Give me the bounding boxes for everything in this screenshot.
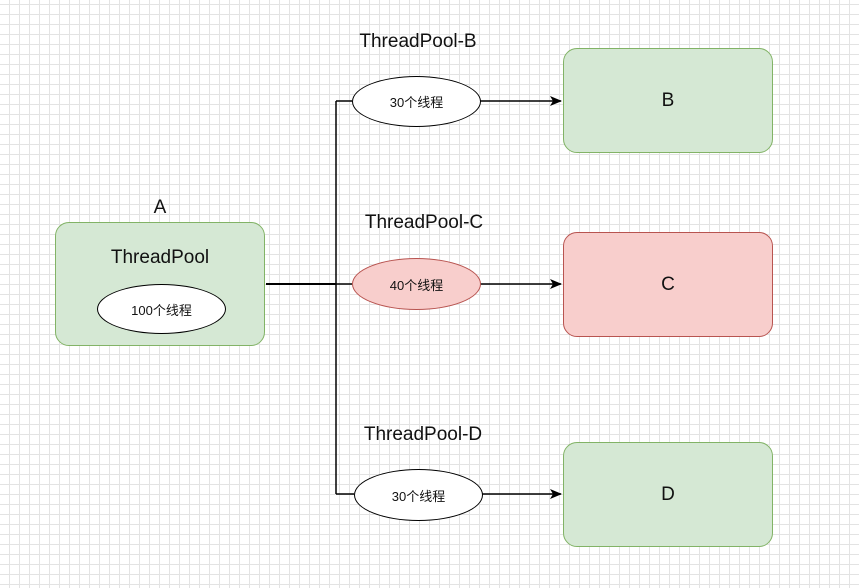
node-a-threads-ellipse[interactable]: 100个线程 — [97, 284, 226, 334]
node-a-threads-text: 100个线程 — [131, 302, 192, 318]
pool-d-threads-ellipse[interactable]: 30个线程 — [354, 469, 483, 521]
node-a-label: A — [153, 197, 167, 218]
node-d-box[interactable]: D — [563, 442, 773, 547]
pool-d-title: ThreadPool-D — [363, 424, 483, 445]
node-d-label: D — [661, 483, 675, 505]
pool-b-title: ThreadPool-B — [359, 31, 477, 52]
node-b-label: B — [661, 89, 675, 111]
pool-b-threads-text: 30个线程 — [389, 95, 444, 110]
node-c-label: C — [661, 273, 675, 295]
node-c-box[interactable]: C — [563, 232, 773, 337]
pool-c-threads-ellipse[interactable]: 40个线程 — [352, 258, 481, 310]
node-b-box[interactable]: B — [563, 48, 773, 153]
pool-b-threads-ellipse[interactable]: 30个线程 — [352, 76, 481, 127]
node-a-pool-title: ThreadPool — [110, 247, 210, 268]
pool-d-threads-text: 30个线程 — [391, 488, 446, 504]
pool-c-title: ThreadPool-C — [364, 212, 484, 233]
pool-c-threads-text: 40个线程 — [389, 277, 444, 293]
